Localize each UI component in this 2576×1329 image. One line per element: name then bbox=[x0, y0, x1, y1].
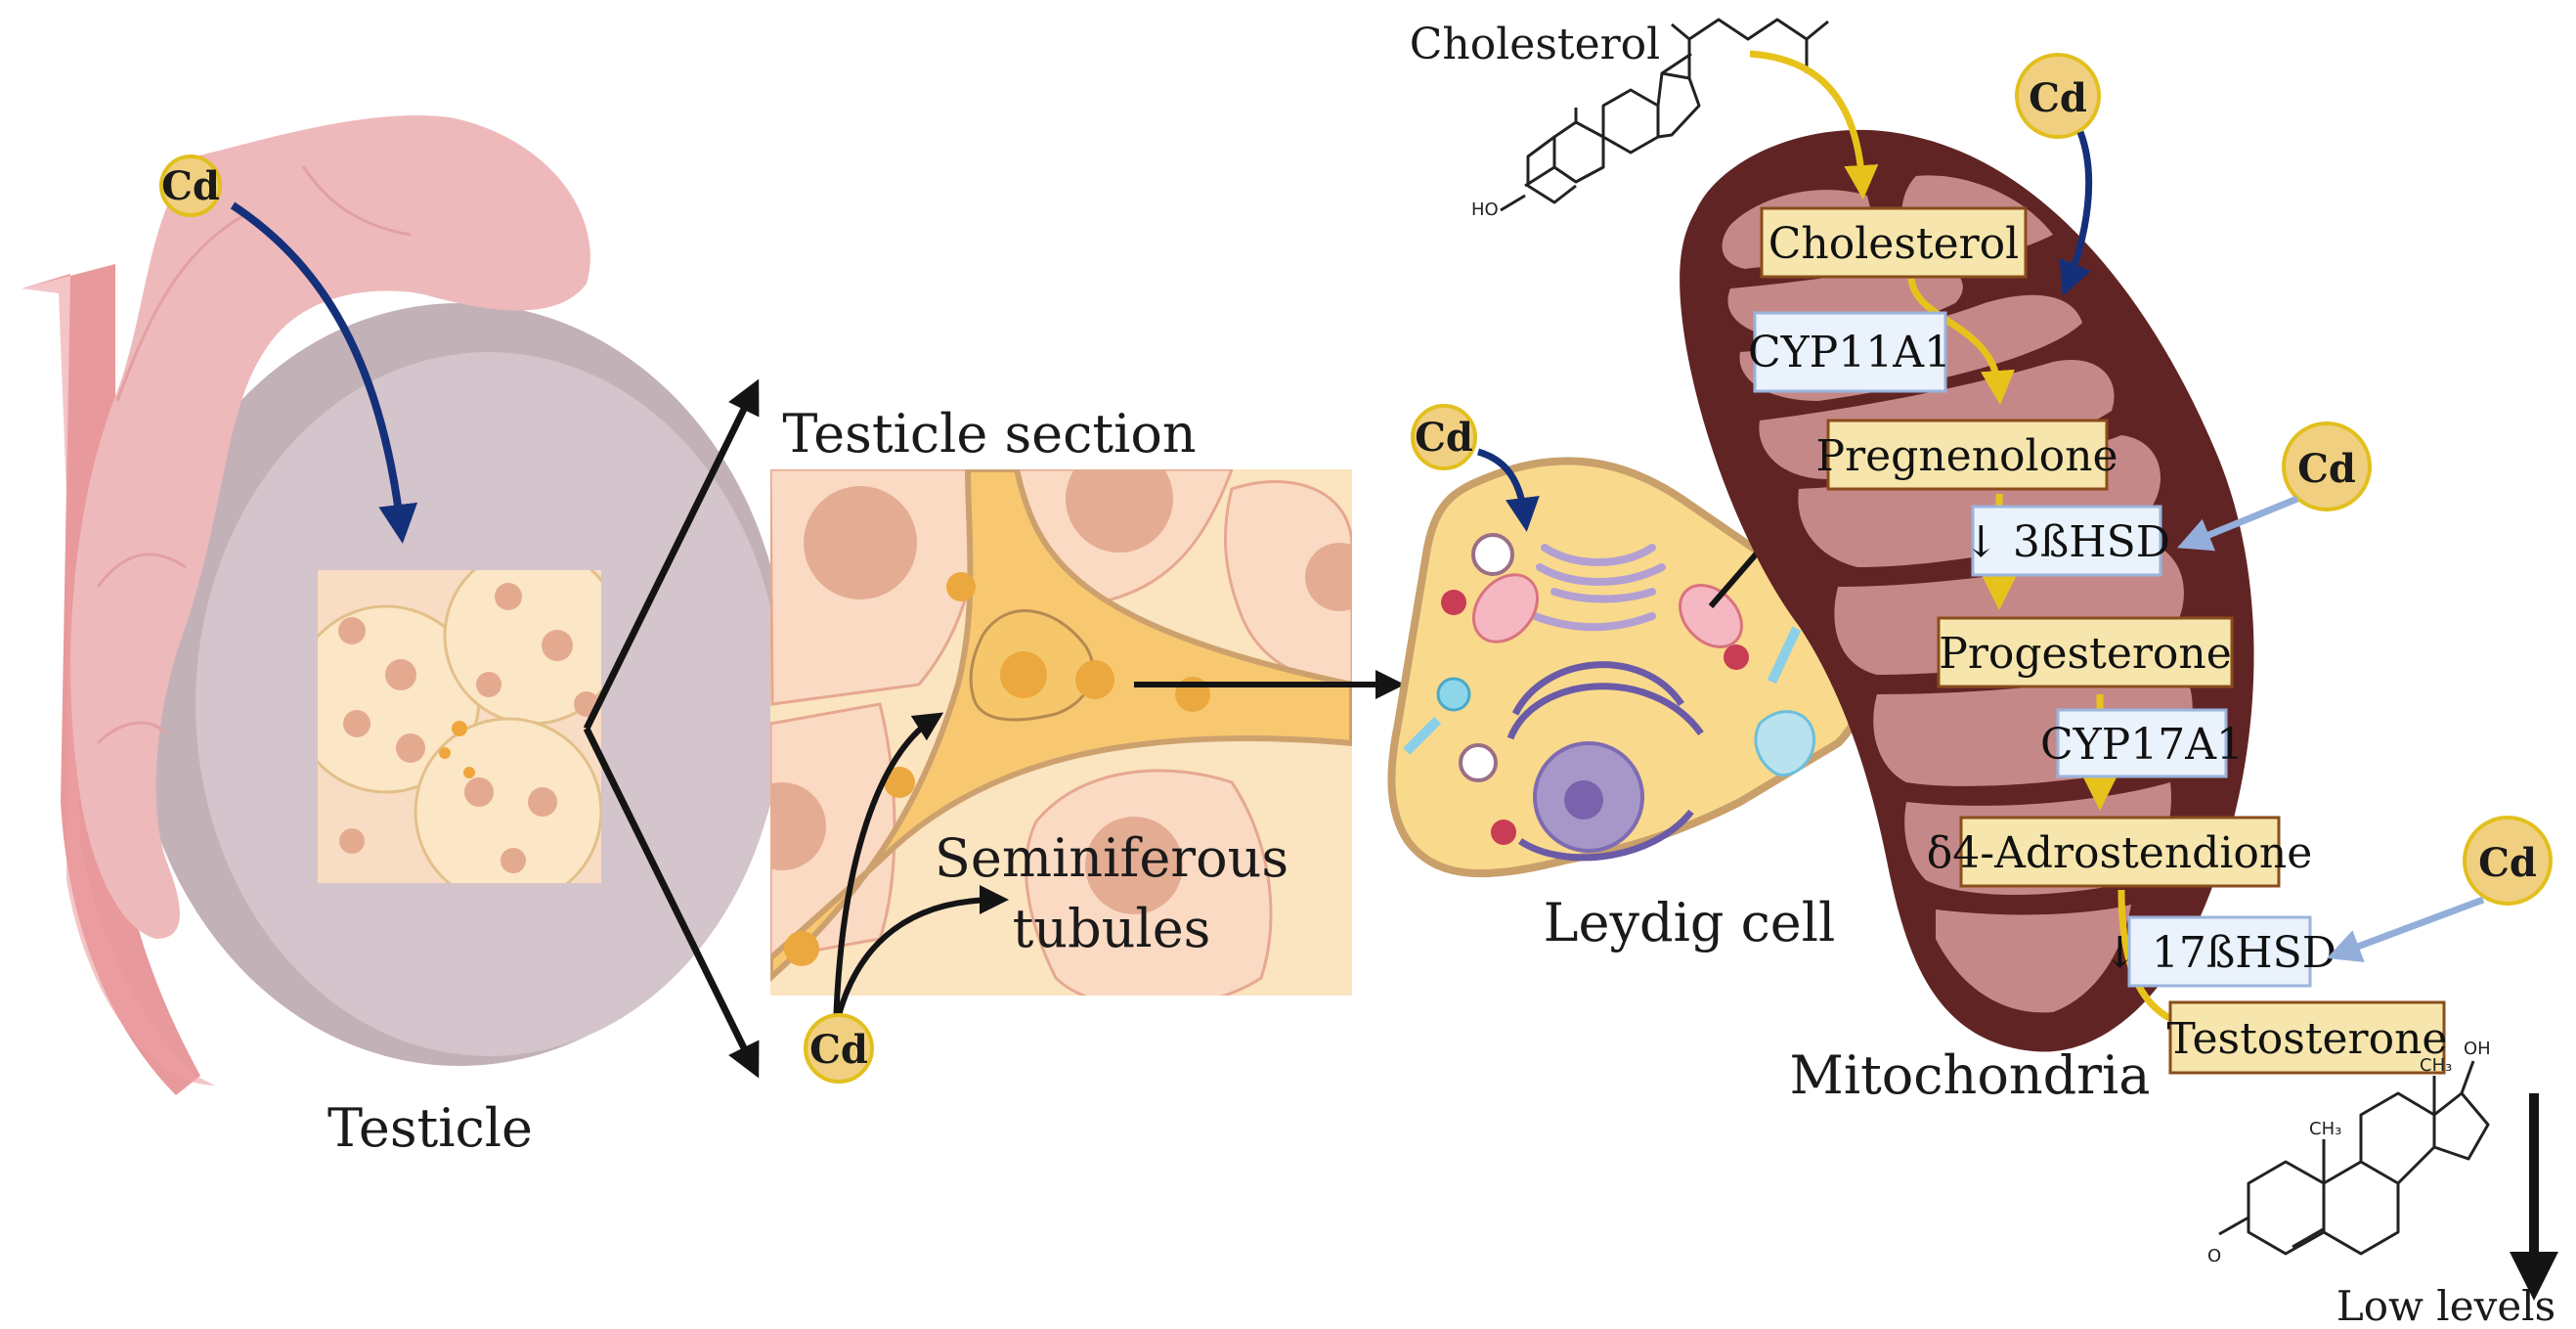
zoom-arrows bbox=[583, 378, 760, 1079]
testosterone-structure: O CH₃ CH₃ OH Low levels bbox=[2207, 1039, 2558, 1329]
steroidogenesis-pathway: Cholesterol CYP11A1 Pregnenolone ↓ 3ßHSD… bbox=[1748, 53, 2553, 1075]
svg-text:CYP11A1: CYP11A1 bbox=[1748, 328, 1951, 377]
svg-text:Cd: Cd bbox=[2029, 75, 2087, 121]
testicle-label: Testicle bbox=[327, 1097, 533, 1159]
substrate-box-testosterone: Testosterone bbox=[2167, 1000, 2448, 1075]
svg-text:CYP17A1: CYP17A1 bbox=[2040, 720, 2244, 770]
cd-marker-17bhsd: Cd bbox=[2463, 816, 2553, 906]
testicle-section-panel: Testicle section bbox=[770, 403, 1405, 1084]
enzyme-box-17bhsd: ↓ 17ßHSD bbox=[2102, 915, 2336, 988]
svg-text:δ4-Adrostendione: δ4-Adrostendione bbox=[1927, 828, 2313, 878]
svg-text:Cholesterol: Cholesterol bbox=[1768, 219, 2020, 269]
substrate-box-cholesterol: Cholesterol bbox=[1760, 206, 2028, 279]
cd-arrow-testicle bbox=[230, 201, 418, 544]
ch3-label-a: CH₃ bbox=[2309, 1119, 2341, 1139]
low-levels-label: Low levels bbox=[2336, 1282, 2555, 1329]
svg-text:↓ 17ßHSD: ↓ 17ßHSD bbox=[2102, 928, 2336, 978]
cd-marker-section: Cd bbox=[804, 1013, 874, 1084]
svg-text:Progesterone: Progesterone bbox=[1939, 629, 2232, 679]
cd-marker-mitochondria: Cd bbox=[2015, 53, 2101, 139]
seminiferous-label-line1: Seminiferous bbox=[935, 827, 1288, 889]
svg-text:Testosterone: Testosterone bbox=[2167, 1014, 2448, 1064]
nucleolus bbox=[1564, 780, 1603, 820]
svg-text:Cd: Cd bbox=[161, 163, 220, 209]
seminiferous-label-line2: tubules bbox=[1013, 898, 1211, 959]
cholesterol-molecule-label: Cholesterol bbox=[1410, 20, 1661, 69]
substrate-box-androstenedione: δ4-Adrostendione bbox=[1927, 816, 2313, 888]
testicle-section-label: Testicle section bbox=[782, 403, 1196, 465]
substrate-box-pregnenolone: Pregnenolone bbox=[1816, 419, 2118, 491]
enzyme-box-cyp17a1: CYP17A1 bbox=[2040, 708, 2244, 778]
ho-group-label: HO bbox=[1471, 199, 1499, 220]
svg-text:Pregnenolone: Pregnenolone bbox=[1816, 431, 2118, 481]
oh-group-label: OH bbox=[2464, 1039, 2491, 1059]
svg-text:Cd: Cd bbox=[1415, 415, 1473, 461]
cd-marker-leydig: Cd bbox=[1411, 404, 1477, 470]
substrate-box-progesterone: Progesterone bbox=[1937, 616, 2234, 688]
cd-marker-3bhsd: Cd bbox=[2282, 421, 2372, 511]
svg-text:Cd: Cd bbox=[2478, 840, 2537, 886]
leydig-cell-label: Leydig cell bbox=[1544, 892, 1836, 953]
svg-text:Cd: Cd bbox=[809, 1027, 868, 1073]
ketone-o-label: O bbox=[2207, 1246, 2221, 1266]
leydig-cell: Leydig cell Cd bbox=[1387, 404, 1871, 953]
mitochondria-label: Mitochondria bbox=[1790, 1044, 2151, 1106]
svg-text:Cd: Cd bbox=[2297, 446, 2356, 492]
enzyme-box-3bhsd: ↓ 3ßHSD bbox=[1963, 505, 2170, 577]
ch3-label-b: CH₃ bbox=[2420, 1055, 2452, 1076]
testicle-illustration: Cd Testicle bbox=[22, 115, 787, 1159]
testicle-tissue-inset bbox=[318, 570, 601, 883]
cholesterol-structure: Cholesterol HO bbox=[1410, 18, 1879, 220]
svg-text:↓ 3ßHSD: ↓ 3ßHSD bbox=[1963, 517, 2170, 567]
epididymis bbox=[70, 115, 590, 940]
cd-marker-testicle: Cd bbox=[159, 155, 222, 217]
enzyme-box-cyp11a1: CYP11A1 bbox=[1748, 311, 1951, 393]
